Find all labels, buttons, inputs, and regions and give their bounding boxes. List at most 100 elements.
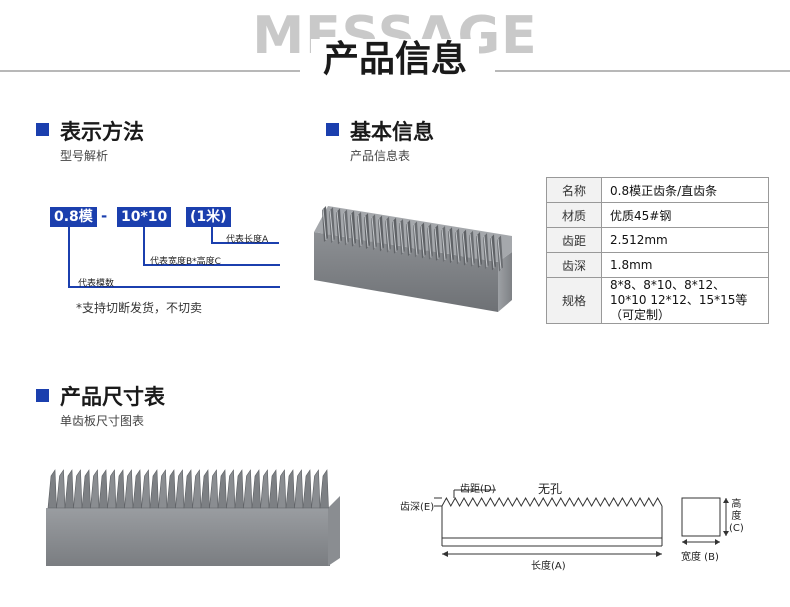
length-label: 长度(A) <box>531 561 566 572</box>
rack-tooth-highlight <box>420 225 425 257</box>
rack-tooth-highlight <box>357 214 362 246</box>
header-divider-right <box>495 70 790 72</box>
connector-length-h <box>211 242 279 244</box>
rack-tooth-highlight <box>392 220 397 252</box>
connector-wh-v <box>143 227 145 265</box>
code-length: (1米) <box>186 207 231 227</box>
rack-tooth-highlight <box>427 226 432 258</box>
rack-tooth-highlight <box>469 233 474 265</box>
no-hole-label: 无孔 <box>538 482 563 496</box>
info-row: 材质优质45#钢 <box>546 202 769 228</box>
rack-tooth <box>81 469 91 509</box>
label-module: 代表模数 <box>78 279 115 289</box>
section-subtitle-basic-info: 产品信息表 <box>350 149 411 163</box>
rack-tooth <box>132 469 142 509</box>
cut-note: *支持切断发货，不切卖 <box>76 301 203 315</box>
rack-tooth <box>192 469 202 509</box>
connector-module-h <box>68 286 280 288</box>
rack-tooth <box>175 469 185 509</box>
info-value: 1.8mm <box>601 252 769 278</box>
page-title: 产品信息 <box>0 30 790 82</box>
rack-side-image <box>46 469 340 566</box>
rack-tooth-highlight <box>490 237 495 269</box>
rack-dimension-diagram <box>434 489 663 557</box>
rack-tooth <box>73 469 83 509</box>
rack-tooth <box>149 469 159 509</box>
rack-tooth-highlight <box>343 212 348 244</box>
code-module: 0.8模 <box>50 207 97 227</box>
code-dimensions: 10*10 <box>117 207 172 227</box>
rack-tooth-highlight <box>329 210 334 242</box>
rack-tooth <box>183 469 193 509</box>
rack-tooth-highlight <box>462 232 467 264</box>
pitch-label: 齿距(D) <box>460 484 496 495</box>
header-divider-left <box>0 70 300 72</box>
rack-tooth <box>294 469 304 509</box>
code-dash: - <box>101 207 108 225</box>
info-value: 0.8模正齿条/直齿条 <box>601 177 769 203</box>
rack-tooth-highlight <box>476 234 481 267</box>
rack-tooth <box>158 469 168 509</box>
connector-module-v <box>68 227 70 287</box>
rack-tooth-highlight <box>483 236 488 268</box>
rack-tooth <box>226 469 236 509</box>
rack-tooth <box>285 469 295 509</box>
rack-tooth <box>243 469 253 509</box>
rack-tooth-highlight <box>371 217 376 249</box>
rack-tooth <box>311 469 321 509</box>
section-title-size-table: 产品尺寸表 <box>60 385 165 409</box>
rack-tooth <box>302 469 312 509</box>
rack-tooth-highlight <box>406 223 411 255</box>
rack-tooth <box>115 469 125 509</box>
connector-length-v <box>211 227 213 243</box>
rack-tooth <box>141 469 151 509</box>
rack-tooth <box>268 469 278 509</box>
section-marker-square <box>326 123 339 136</box>
rack-tooth <box>319 469 329 509</box>
label-length: 代表长度A <box>226 235 269 245</box>
info-value: 8*8、8*10、8*12、10*10 12*12、15*15等（可定制） <box>601 277 769 324</box>
rack-tooth-highlight <box>413 224 418 256</box>
cross-section-diagram <box>681 497 729 545</box>
rack-tooth-highlight <box>364 216 369 248</box>
rack-tooth-highlight <box>497 238 502 270</box>
section-subtitle-size-table: 单齿板尺寸图表 <box>60 414 145 428</box>
label-width-height: 代表宽度B*高度C <box>150 257 221 267</box>
rack-tooth <box>47 469 57 509</box>
section-marker-square <box>36 389 49 402</box>
section-title-representation: 表示方法 <box>60 120 144 144</box>
rack-tooth <box>124 469 134 509</box>
rack-tooth-highlight <box>441 229 446 261</box>
info-value: 优质45#钢 <box>601 202 769 228</box>
rack-tooth <box>166 469 176 509</box>
rack-tooth <box>107 469 117 509</box>
rack-tooth-highlight <box>455 231 460 263</box>
rack-tooth <box>234 469 244 509</box>
rack-tooth <box>260 469 270 509</box>
rack-tooth-highlight <box>378 218 383 250</box>
rack-tooth-highlight <box>399 221 404 254</box>
rack-tooth-highlight <box>322 208 327 241</box>
rack-tooth <box>64 469 74 509</box>
rack-tooth-highlight <box>350 213 355 245</box>
rack-tooth-highlight <box>336 211 341 243</box>
section-marker-square <box>36 123 49 136</box>
rack-tooth <box>217 469 227 509</box>
depth-label: 齿深(E) <box>400 502 435 513</box>
section-title-basic-info: 基本信息 <box>350 120 434 144</box>
rack-tooth <box>98 469 108 509</box>
rack-tooth-highlight <box>448 230 453 262</box>
info-key: 材质 <box>546 202 602 228</box>
rack-tooth-highlight <box>385 219 390 251</box>
rack-tooth <box>56 469 66 509</box>
rack-product-image <box>314 206 512 312</box>
rack-tooth <box>277 469 287 509</box>
rack-tooth-highlight <box>434 227 439 259</box>
rack-tooth <box>90 469 100 509</box>
width-label: 宽度 (B) <box>681 552 719 563</box>
